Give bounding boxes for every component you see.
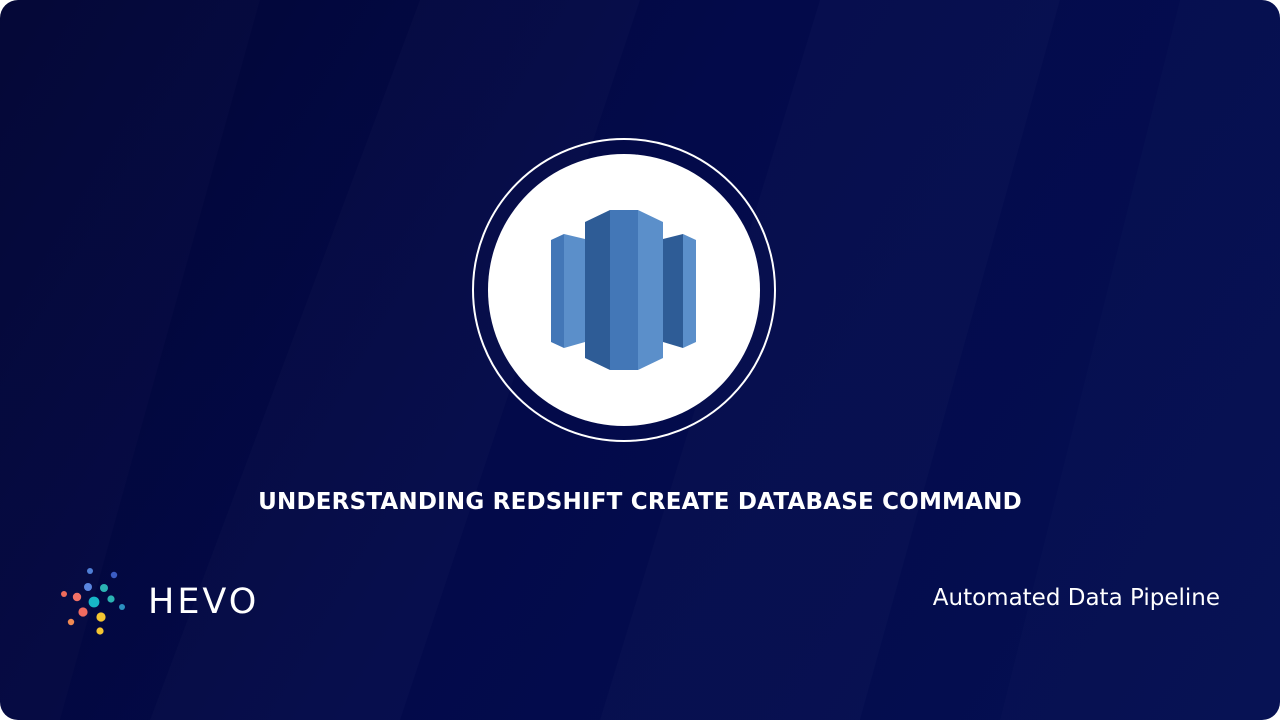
icon-ring bbox=[472, 138, 776, 442]
banner-title: UNDERSTANDING REDSHIFT CREATE DATABASE C… bbox=[258, 489, 1022, 515]
hevo-logo: HEVO bbox=[58, 566, 268, 640]
amazon-redshift-icon bbox=[551, 210, 696, 370]
tagline: Automated Data Pipeline bbox=[932, 585, 1220, 611]
brand-name: HEVO bbox=[148, 582, 260, 622]
hevo-dots-logo bbox=[61, 568, 125, 635]
